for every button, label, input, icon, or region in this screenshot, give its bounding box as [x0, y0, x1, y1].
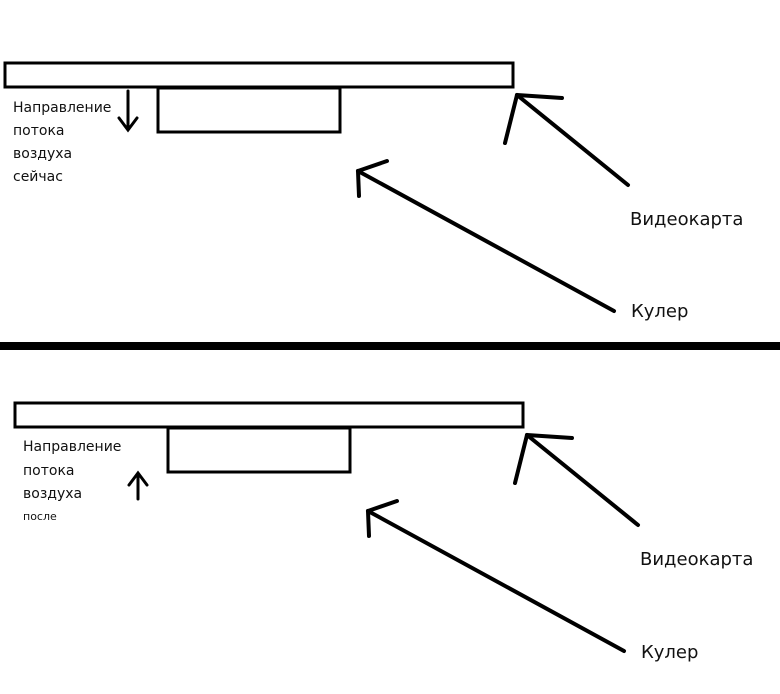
top-airflow-line-3: воздуха: [13, 146, 73, 162]
bottom-airflow-line-2: потока: [23, 463, 75, 479]
top-airflow-line-1: Направление: [13, 100, 112, 116]
top-airflow-line-2: потока: [13, 123, 65, 139]
top-gpu-label: Видеокарта: [630, 209, 744, 230]
bottom-gpu-label: Видеокарта: [640, 549, 754, 570]
bottom-cooler-pointer-arrow: [366, 499, 626, 653]
bottom-airflow-line-1: Направление: [23, 439, 122, 455]
top-gpu-pointer-arrow: [503, 93, 630, 187]
bottom-gpu-pointer-arrow: [513, 433, 640, 527]
bottom-cooler-block: [166, 426, 352, 474]
top-gpu-board: [3, 61, 515, 89]
bottom-airflow-line-3: воздуха: [23, 486, 83, 502]
top-airflow-down-arrow-icon: [117, 89, 139, 133]
bottom-airflow-line-4: после: [23, 510, 57, 523]
top-cooler-block: [156, 86, 342, 134]
bottom-airflow-up-arrow-icon: [127, 470, 149, 501]
top-cooler-pointer-arrow: [356, 159, 616, 313]
top-cooler-label: Кулер: [631, 301, 689, 322]
bottom-gpu-board: [13, 401, 525, 429]
top-airflow-line-4: сейчас: [13, 169, 63, 185]
bottom-cooler-label: Кулер: [641, 642, 699, 663]
